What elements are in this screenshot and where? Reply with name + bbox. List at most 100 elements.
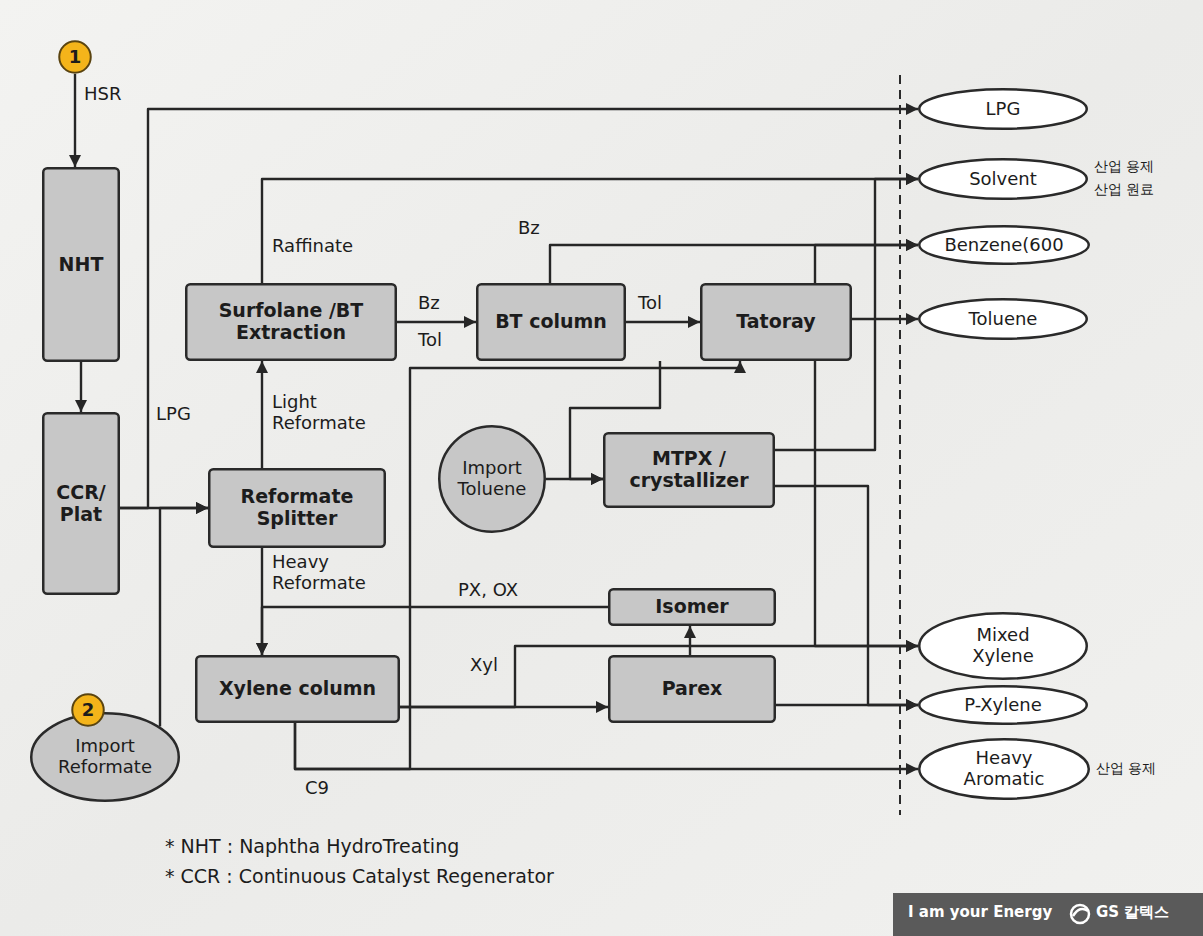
node-label: Tatoray: [708, 311, 844, 333]
flow-arrow: [775, 486, 918, 705]
process-box: Reformate Splitter: [208, 468, 386, 548]
ellipse-outline: [919, 226, 1089, 264]
ellipse-outline: [919, 89, 1087, 129]
flow-arrow: [546, 478, 603, 480]
node-label: BT column: [484, 311, 618, 333]
process-box: Tatoray: [700, 283, 852, 361]
box-outline: [701, 284, 851, 360]
process-box: Xylene column: [195, 655, 400, 723]
ellipse-outline: [31, 713, 179, 801]
ellipse-outline: [439, 426, 545, 532]
node-label: Isomer: [616, 596, 768, 618]
ellipse-outline: [919, 739, 1089, 799]
node-label: Solvent: [937, 169, 1070, 190]
box-outline: [43, 413, 119, 594]
flow-arrow: [776, 704, 918, 706]
flow-arrow: [852, 318, 918, 320]
callout-number: 2: [71, 693, 105, 727]
node-label: 2: [75, 700, 101, 721]
flow-arrow: [262, 179, 918, 283]
footnote: * NHT : Naphtha HydroTreating: [165, 836, 459, 858]
node-label: Toluene: [937, 309, 1070, 330]
node-label: Mixed Xylene: [953, 625, 1053, 666]
annotation: 산업 원료: [1094, 181, 1154, 197]
node-label: Xylene column: [203, 678, 392, 700]
ellipse-outline: [919, 613, 1087, 679]
feed-circle: Import Toluene: [438, 425, 546, 533]
process-box: Parex: [608, 655, 776, 723]
annotation: 산업 용제: [1096, 760, 1156, 776]
edge-label: Tol: [638, 293, 662, 314]
brand-slogan: I am your Energy: [908, 904, 1052, 921]
edge-label: Heavy Reformate: [272, 552, 397, 593]
flow-arrow: [80, 362, 82, 412]
node-label: MTPX / crystallizer: [611, 448, 767, 492]
node-label: Import Toluene: [447, 458, 537, 499]
footnote: * CCR : Continuous Catalyst Regenerator: [165, 866, 554, 888]
product-ellipse: Heavy Aromatic: [918, 738, 1090, 800]
flow-arrow: [262, 607, 608, 655]
annotation: 산업 용제: [1094, 158, 1154, 174]
stream-label: Tol: [418, 330, 442, 351]
edge-label: Bz: [518, 218, 540, 239]
callout-outline: [59, 41, 91, 73]
product-ellipse: P-Xylene: [918, 685, 1088, 725]
process-box: NHT: [42, 167, 120, 362]
ellipse-outline: [919, 159, 1087, 199]
box-outline: [609, 589, 775, 625]
flow-arrow: [74, 74, 76, 167]
edge-label: Raffinate: [272, 236, 353, 257]
brand-name: GS 칼텍스: [1096, 904, 1169, 921]
product-ellipse: Mixed Xylene: [918, 612, 1088, 680]
box-outline: [209, 469, 385, 547]
product-ellipse: Solvent: [918, 158, 1088, 200]
product-ellipse: LPG: [918, 88, 1088, 130]
box-outline: [43, 168, 119, 361]
node-label: Surfolane /BT Extraction: [193, 300, 389, 344]
box-outline: [609, 656, 775, 722]
callout-outline: [72, 694, 104, 726]
flow-arrow: [815, 245, 918, 283]
node-label: Heavy Aromatic: [949, 748, 1059, 789]
process-box: BT column: [476, 283, 626, 361]
process-box: Isomer: [608, 588, 776, 626]
node-label: Import Reformate: [49, 736, 161, 777]
edge-label: C9: [305, 778, 329, 799]
edge-label: Bz: [418, 293, 440, 314]
flow-arrow: [626, 321, 700, 323]
product-ellipse: Toluene: [918, 298, 1088, 340]
process-box: CCR/ Plat: [42, 412, 120, 595]
edge-label: HSR: [84, 84, 121, 105]
box-outline: [477, 284, 625, 360]
flow-arrow: [689, 626, 691, 655]
edge-label: Xyl: [470, 655, 498, 676]
box-outline: [604, 433, 774, 507]
box-outline: [196, 656, 399, 722]
flow-arrow: [295, 723, 918, 769]
node-label: NHT: [50, 254, 112, 276]
node-label: CCR/ Plat: [50, 482, 112, 526]
node-label: Benzene(600: [937, 235, 1071, 256]
ellipse-outline: [919, 686, 1087, 724]
node-label: 1: [62, 47, 88, 68]
edge-label: PX, OX: [458, 580, 518, 601]
flow-arrow: [550, 245, 918, 283]
product-ellipse: Benzene(600: [918, 225, 1090, 265]
edge-label: LPG: [156, 404, 191, 425]
logo-swirl: [1073, 909, 1088, 916]
footer-band: [893, 893, 1203, 936]
box-outline: [186, 284, 396, 360]
node-label: LPG: [937, 99, 1070, 120]
feed-circle: Import Reformate: [30, 712, 180, 802]
node-label: Parex: [616, 678, 768, 700]
logo-ring: [1071, 905, 1089, 923]
edge-label: Light Reformate: [272, 392, 392, 433]
flow-arrow: [815, 361, 918, 646]
flow-arrow: [397, 321, 476, 323]
node-label: Reformate Splitter: [216, 486, 378, 530]
process-box: Surfolane /BT Extraction: [185, 283, 397, 361]
flow-arrow: [261, 361, 263, 468]
process-box: MTPX / crystallizer: [603, 432, 775, 508]
logo-icon: [1071, 905, 1089, 923]
